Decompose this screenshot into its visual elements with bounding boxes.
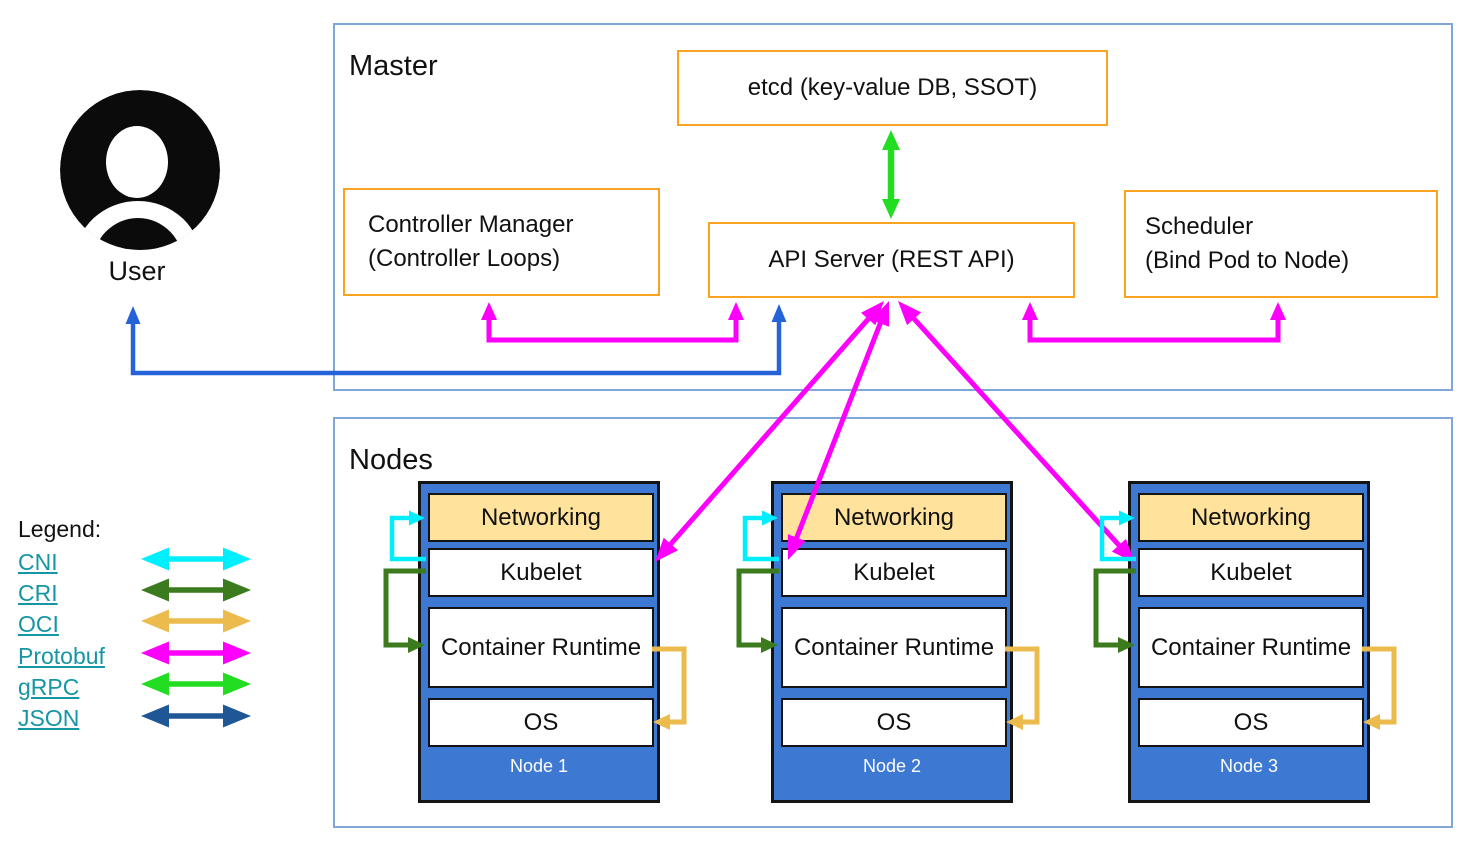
user-icon <box>58 88 222 252</box>
node2-kubelet-box: Kubelet <box>781 548 1007 597</box>
master-title: Master <box>349 50 438 82</box>
node1-kubelet-box: Kubelet <box>428 548 654 597</box>
controller-manager-line1: Controller Manager <box>368 211 574 238</box>
node1-networking-box: Networking <box>428 493 654 542</box>
legend-link-cni[interactable]: CNI <box>18 549 58 575</box>
node-1: Networking Kubelet Container Runtime OS … <box>418 481 660 803</box>
api-server-box: API Server (REST API) <box>708 222 1075 298</box>
node1-os-box: OS <box>428 698 654 747</box>
nodes-title: Nodes <box>349 444 433 476</box>
node1-label: Node 1 <box>509 756 569 776</box>
legend-link-json[interactable]: JSON <box>18 704 80 731</box>
node3-label: Node 3 <box>1219 756 1279 776</box>
user-label: User <box>108 256 166 286</box>
etcd-box: etcd (key-value DB, SSOT) <box>677 50 1108 126</box>
controller-manager-line2: (Controller Loops) <box>368 245 561 272</box>
arrow-legend-protobuf <box>141 641 251 665</box>
node3-os-box: OS <box>1138 698 1364 747</box>
node1-container-runtime-box: Container Runtime <box>428 607 654 688</box>
node2-label: Node 2 <box>862 756 922 776</box>
node-2: Networking Kubelet Container Runtime OS … <box>771 481 1013 803</box>
master-frame <box>333 23 1453 391</box>
scheduler-line2: (Bind Pod to Node) <box>1145 247 1350 274</box>
node2-networking-box: Networking <box>781 493 1007 542</box>
arrow-legend-oci <box>141 609 251 633</box>
node3-container-runtime-box: Container Runtime <box>1138 607 1364 688</box>
arrow-legend-cri <box>141 578 251 602</box>
arrow-legend-cni <box>141 547 251 571</box>
legend-link-cri[interactable]: CRI <box>18 580 58 607</box>
arrow-legend-grpc <box>141 672 251 696</box>
node3-kubelet-box: Kubelet <box>1138 548 1364 597</box>
node-3: Networking Kubelet Container Runtime OS … <box>1128 481 1370 803</box>
controller-manager-box: Controller Manager (Controller Loops) <box>343 188 660 296</box>
nodes-frame <box>333 417 1453 828</box>
legend: Legend: CNI CRI OCI Protobuf gRPC JSON <box>18 516 105 736</box>
node2-os-box: OS <box>781 698 1007 747</box>
legend-title: Legend: <box>18 516 102 542</box>
scheduler-box: Scheduler (Bind Pod to Node) <box>1124 190 1438 298</box>
node2-container-runtime-box: Container Runtime <box>781 607 1007 688</box>
node3-networking-box: Networking <box>1138 493 1364 542</box>
legend-link-grpc[interactable]: gRPC <box>18 673 80 700</box>
scheduler-line1: Scheduler <box>1145 213 1254 240</box>
arrow-legend-json <box>141 704 251 728</box>
legend-link-oci[interactable]: OCI <box>18 611 59 638</box>
legend-link-protobuf[interactable]: Protobuf <box>18 642 105 669</box>
